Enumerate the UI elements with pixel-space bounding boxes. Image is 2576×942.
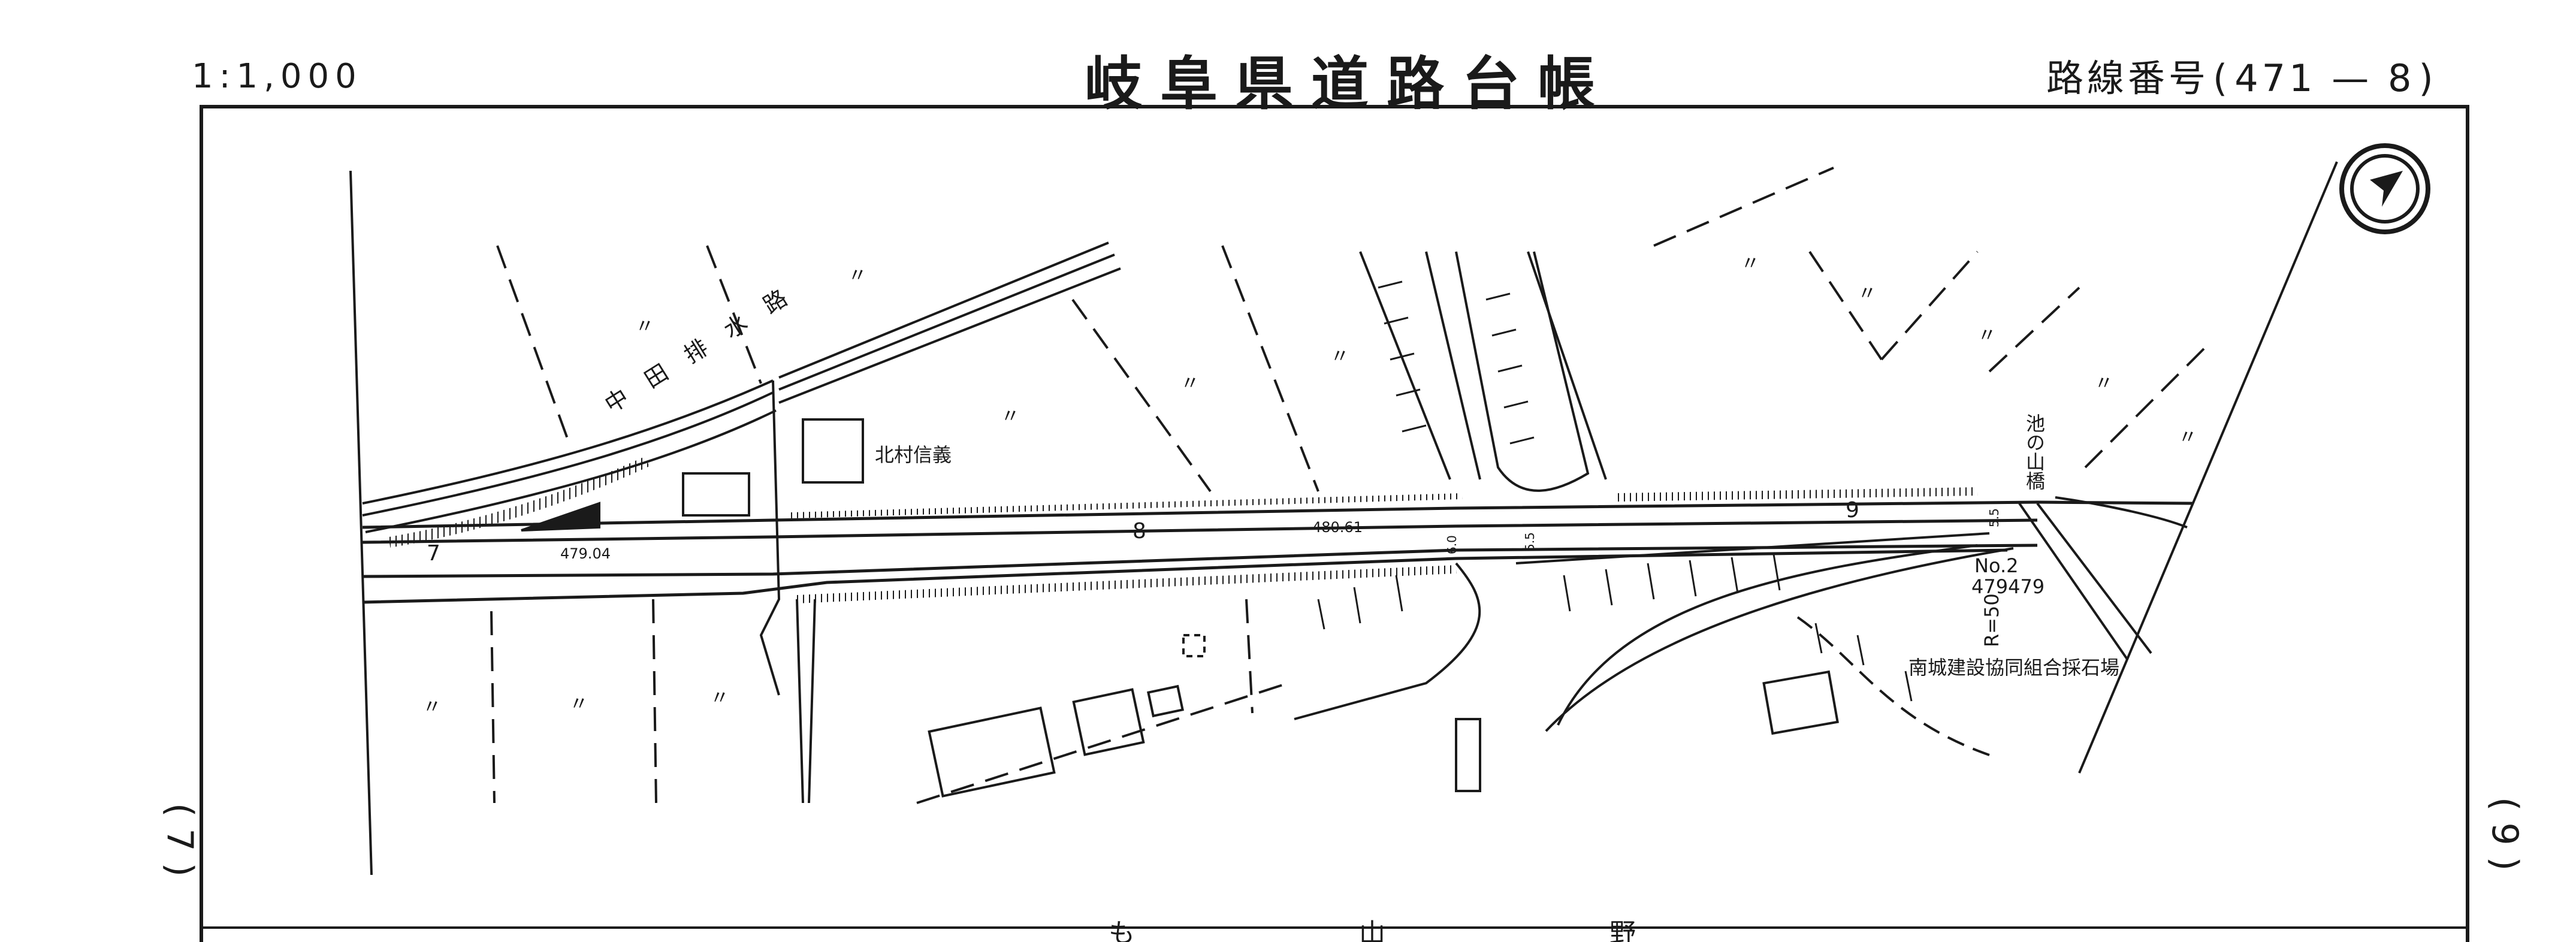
- lower-panel-partial-text: も 山 野: [1109, 918, 1744, 942]
- width-1: 6.0: [1445, 535, 1459, 554]
- svg-text:〃: 〃: [635, 315, 654, 337]
- elevation-2: 480.61: [1312, 519, 1363, 536]
- svg-text:〃: 〃: [422, 695, 442, 718]
- station-9: 9: [1846, 498, 1859, 523]
- buildings: [521, 418, 1839, 798]
- east-boundary-line: [2078, 161, 2338, 774]
- sheet-number: 8: [2388, 56, 2415, 100]
- station-8: 8: [1133, 519, 1146, 544]
- svg-text:〃: 〃: [2094, 372, 2113, 394]
- elevation-1: 479.04: [560, 545, 611, 562]
- svg-text:〃: 〃: [1977, 324, 1997, 346]
- map-scale: 1:1,000: [192, 57, 363, 96]
- west-boundary-line: [349, 170, 373, 875]
- svg-text:〃: 〃: [1001, 404, 1020, 427]
- svg-text:〃: 〃: [1180, 372, 1200, 394]
- field-boundaries: [490, 167, 2206, 804]
- svg-text:〃: 〃: [1330, 345, 1349, 367]
- route-number-label: 路線番号(471 — 8): [2046, 56, 2437, 100]
- svg-text:〃: 〃: [2178, 425, 2197, 448]
- route-dash: —: [2332, 56, 2373, 100]
- drainage-canal: [362, 241, 1121, 548]
- next-sheet-ref: ( 9 ): [2484, 797, 2526, 871]
- benchmark-label: No.2: [1974, 554, 2018, 577]
- svg-text:〃: 〃: [569, 692, 588, 715]
- svg-text:〃: 〃: [710, 686, 729, 709]
- field-marks: 〃 〃 〃 〃 〃 〃 〃 〃 〃 〃 〃 〃 〃: [422, 252, 2197, 718]
- previous-sheet-ref: ( 7 ): [159, 803, 201, 877]
- owner-label: 北村信義: [875, 443, 952, 466]
- quarry-boundary: [1796, 616, 1990, 756]
- route-label: 路線番号: [2046, 56, 2210, 100]
- map-frame: [200, 105, 2469, 942]
- svg-text:〃: 〃: [848, 264, 867, 286]
- canal-label: 中田排水路: [600, 272, 812, 418]
- svg-text:〃: 〃: [1741, 252, 1760, 274]
- north-arrow-icon: [2339, 143, 2430, 234]
- route-number: 471: [2234, 56, 2317, 100]
- quarry-label: 南城建設協同組合採石場: [1908, 656, 2119, 679]
- width-3: 5.5: [1987, 508, 2001, 527]
- svg-text:〃: 〃: [1858, 282, 1877, 304]
- station-7: 7: [427, 541, 440, 566]
- width-2: 5.5: [1523, 532, 1537, 551]
- radius-label: R=50: [1980, 593, 2003, 647]
- bridge-label: 池の山橋: [2023, 413, 2046, 490]
- elevation-3: 479479: [1971, 575, 2045, 598]
- main-road: [362, 487, 2194, 604]
- side-roads: [759, 251, 2188, 804]
- embankment-ticks: [1317, 280, 1913, 702]
